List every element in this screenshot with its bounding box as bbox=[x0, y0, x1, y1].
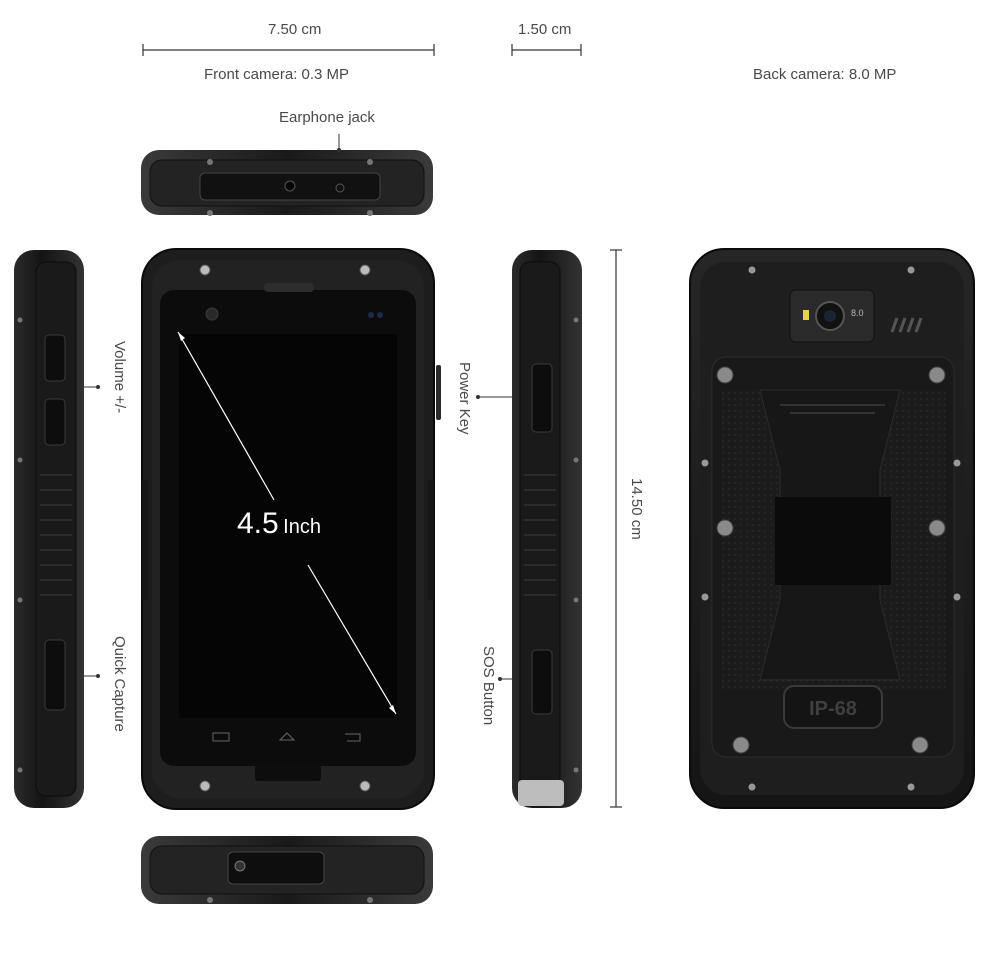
front-camera-label: Front camera: 0.3 MP bbox=[204, 66, 350, 83]
screen-size-label: 4.5 Inch bbox=[237, 507, 321, 541]
width-dimension-line bbox=[142, 44, 435, 56]
quick-capture-label: Quick Capture bbox=[111, 636, 128, 732]
screen-size-unit: Inch bbox=[283, 516, 321, 538]
ip-rating-badge: IP-68 bbox=[809, 698, 857, 720]
phone-back-view: 8.0 IP-68 bbox=[689, 248, 975, 809]
earphone-jack-label: Earphone jack bbox=[279, 109, 375, 126]
phone-front-view bbox=[141, 248, 441, 810]
power-key-label: Power Key bbox=[456, 362, 473, 435]
phone-right-side-view bbox=[476, 250, 582, 808]
height-dimension-line bbox=[610, 249, 622, 808]
thickness-dimension-label: 1.50 cm bbox=[518, 21, 572, 38]
phone-top-edge-view bbox=[141, 134, 433, 216]
phone-bottom-edge-view bbox=[141, 836, 433, 904]
height-dimension-label: 14.50 cm bbox=[628, 478, 645, 540]
width-dimension-label: 7.50 cm bbox=[268, 21, 322, 38]
back-camera-marking: 8.0 bbox=[851, 308, 864, 318]
thickness-dimension-line bbox=[511, 44, 582, 56]
sos-button-label: SOS Button bbox=[480, 646, 497, 726]
screen-size-value: 4.5 bbox=[237, 507, 279, 540]
phone-left-side-view bbox=[14, 250, 100, 808]
volume-label: Volume +/- bbox=[111, 341, 128, 414]
back-camera-label: Back camera: 8.0 MP bbox=[753, 66, 897, 83]
